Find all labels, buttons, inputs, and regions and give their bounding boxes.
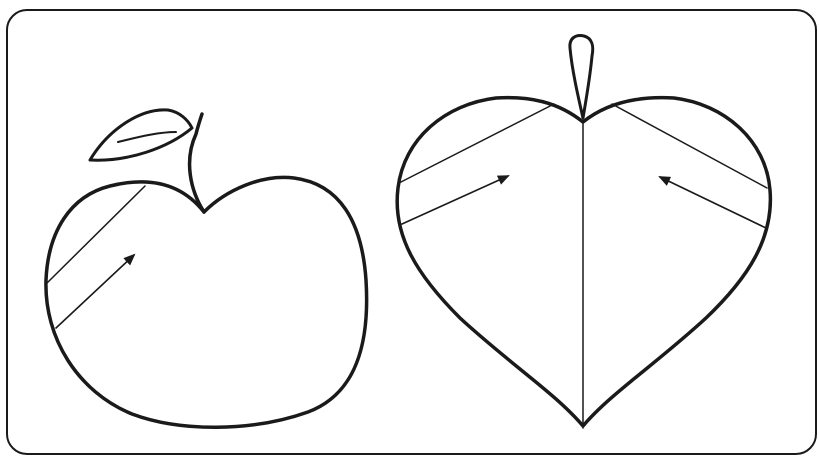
apple-leaf: [90, 110, 192, 160]
apple-fold-line-upper: [46, 186, 145, 284]
leaf-heart-figure: [397, 36, 770, 429]
apple-direction-arrow: [56, 255, 134, 328]
apple-leaf-vein: [118, 132, 176, 142]
leaf-right-direction-arrow: [660, 177, 766, 228]
worksheet-frame: [7, 10, 816, 454]
leaf-right-fold-line-lower: [612, 104, 766, 188]
apple-body-outline: [46, 177, 367, 427]
leaf-left-fold-line-lower: [400, 104, 554, 183]
leaf-left-direction-arrow: [402, 176, 508, 224]
leaf-heart-stem: [570, 36, 593, 119]
apple-figure: [46, 110, 367, 427]
leaf-heart-outline: [397, 98, 770, 426]
